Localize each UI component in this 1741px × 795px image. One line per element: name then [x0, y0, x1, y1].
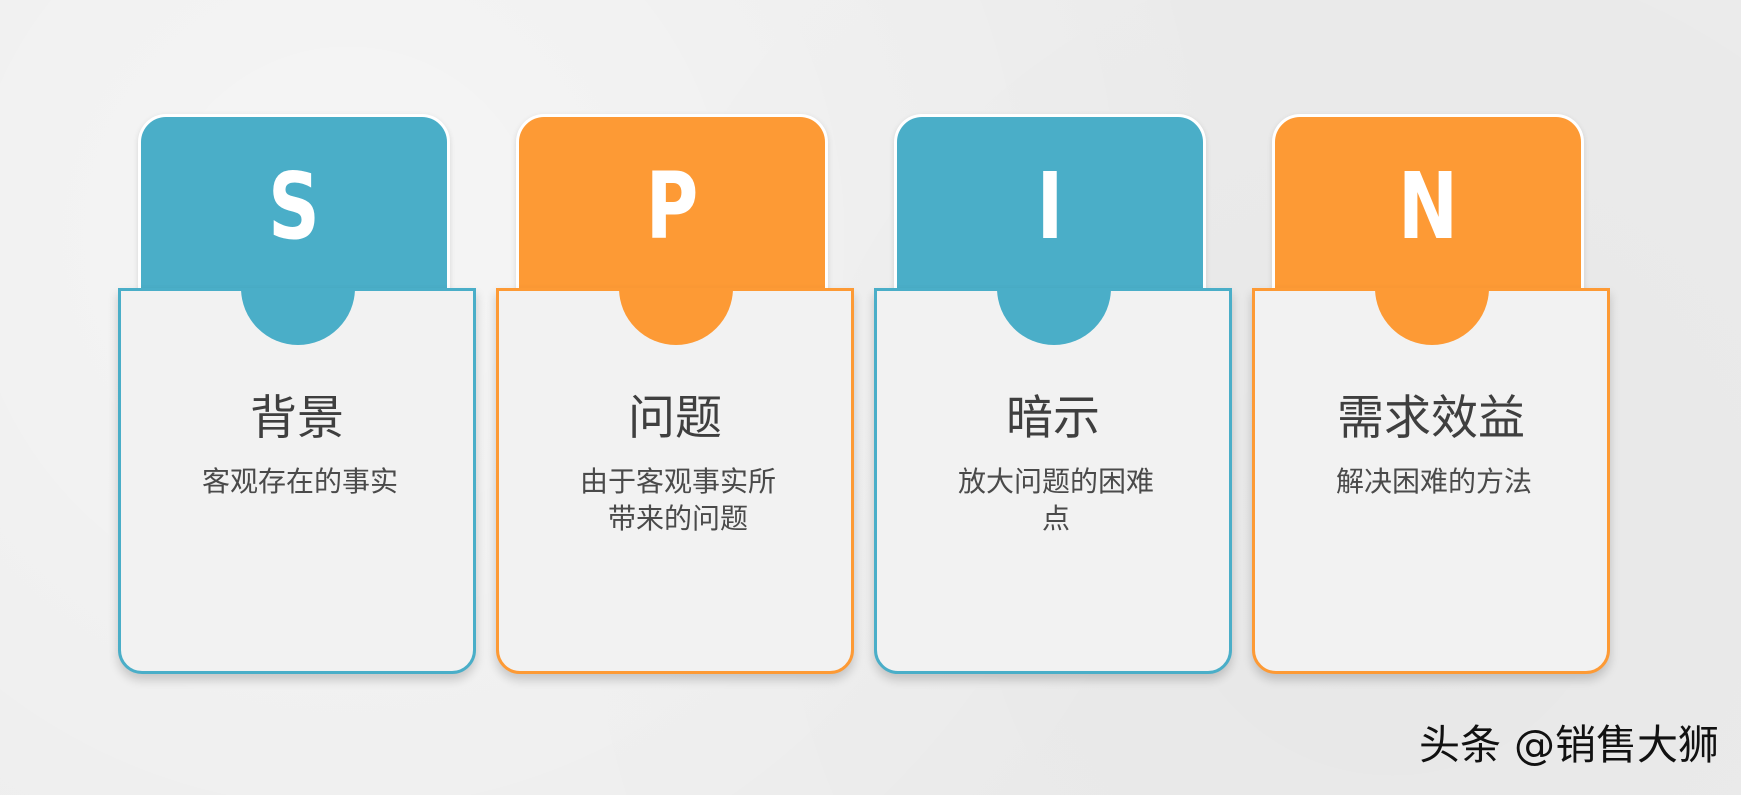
card-body: 暗示 放大问题的困难点: [874, 288, 1232, 674]
card-notch: [1375, 291, 1489, 345]
card-body: 背景 客观存在的事实: [118, 288, 476, 674]
card-notch: [997, 291, 1111, 345]
card-letter: P: [645, 153, 699, 260]
card-tab: P: [516, 114, 828, 300]
card-description: 客观存在的事实: [201, 465, 398, 498]
card-title: 背景: [250, 391, 344, 446]
card-problem: P 问题 由于客观事实所带来的问题: [496, 114, 854, 674]
card-situation: S 背景 客观存在的事实: [118, 114, 476, 674]
watermark: 头条 @销售大狮: [1418, 721, 1719, 769]
card-body: 需求效益 解决困难的方法: [1252, 288, 1610, 674]
card-title: 需求效益: [1337, 391, 1525, 446]
card-description: 由于客观事实所带来的问题: [579, 465, 776, 535]
card-tab: S: [138, 114, 450, 300]
card-tab: N: [1272, 114, 1584, 300]
card-title: 问题: [628, 391, 722, 446]
card-description: 解决困难的方法: [1335, 465, 1532, 498]
card-notch: [619, 291, 733, 345]
card-need-payoff: N 需求效益 解决困难的方法: [1252, 114, 1610, 674]
card-implication: I 暗示 放大问题的困难点: [874, 114, 1232, 674]
card-letter: I: [1036, 153, 1064, 260]
card-title: 暗示: [1006, 391, 1100, 446]
card-letter: S: [268, 153, 320, 260]
card-letter: N: [1397, 153, 1459, 260]
card-description: 放大问题的困难点: [957, 465, 1154, 535]
card-notch: [241, 291, 355, 345]
card-tab: I: [894, 114, 1206, 300]
card-body: 问题 由于客观事实所带来的问题: [496, 288, 854, 674]
